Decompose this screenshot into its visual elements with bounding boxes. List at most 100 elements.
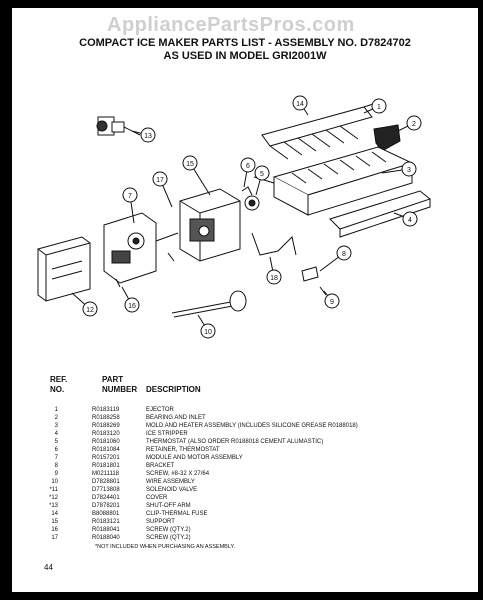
col-header-no: NO. [50,385,65,394]
part-number: R0183119 [92,407,120,413]
ejector-illustration [261,102,377,160]
part-description: COVER [146,495,168,501]
callout-18: 18 [270,275,278,282]
cover-illustration [37,236,91,302]
part-description: BEARING AND INLET [146,415,206,421]
part-number: D7828801 [92,479,120,485]
table-row: 15 R0183121 SUPPORT [12,519,478,527]
part-number: D7824401 [92,495,120,501]
table-row: 2 R0188258 BEARING AND INLET [12,415,478,423]
ref-number: 1 [54,407,58,413]
callout-5: 5 [260,171,264,178]
part-description: ICE STRIPPER [146,431,188,437]
callout-3: 3 [407,167,411,174]
ref-number: 14 [51,511,58,517]
callout-labels [82,95,422,339]
part-number: D7878201 [92,503,120,509]
part-description: THERMOSTAT (ALSO ORDER R0188018 CEMENT A… [146,439,324,445]
list-heading: COMPACT ICE MAKER PARTS LIST - ASSEMBLY … [79,37,411,49]
table-row: 10 D7828801 WIRE ASSEMBLY [12,479,478,487]
exploded-parts-diagram: 1 2 3 4 5 6 7 8 9 10 12 13 14 15 16 17 1… [37,95,432,339]
callout-1: 1 [377,104,381,111]
part-description: RETAINER, THERMOSTAT [146,447,220,453]
ref-number: 8 [54,463,58,469]
part-description: MODULE AND MOTOR ASSEMBLY [146,455,243,461]
callout-4: 4 [408,217,412,224]
part-number: R0188040 [92,535,120,541]
ref-number: 15 [51,519,58,525]
ref-number: 17 [51,535,58,541]
callout-15: 15 [186,161,194,168]
part-description: SOLENOID VALVE [146,487,198,493]
table-row: 1 R0183119 EJECTOR [12,407,478,415]
table-row: 7 R0157201 MODULE AND MOTOR ASSEMBLY [12,455,478,463]
ref-number: 4 [54,431,58,437]
model-heading: AS USED IN MODEL GRI2001W [163,50,327,62]
part-number: B8088801 [92,511,120,517]
table-row: 4 R0183120 ICE STRIPPER [12,431,478,439]
table-row: 3 R0188269 MOLD AND HEATER ASSEMBLY (INCLU… [12,423,478,431]
table-row: 6 R0181084 RETAINER, THERMOSTAT [12,447,478,455]
part-description: CLIP-THERMAL FUSE [146,511,208,517]
col-header-description: DESCRIPTION [146,385,201,394]
part-description: SCREW (QTY.2) [146,535,191,541]
ref-number: 6 [54,447,58,453]
water-valve-illustration [96,116,141,136]
part-description: SCREW, #8-32 X 27/64 [146,471,210,477]
callout-7: 7 [128,193,132,200]
part-number: R0181084 [92,447,120,453]
callout-10: 10 [204,329,212,336]
col-header-number: NUMBER [102,385,138,394]
table-row: 14 B8088801 CLIP-THERMAL FUSE [12,511,478,519]
part-description: SUPPORT [146,519,175,525]
screw-illustration [319,286,327,296]
part-number: R0181801 [92,463,120,469]
page-number: 44 [44,563,53,572]
callout-2: 2 [412,121,416,128]
wire-assembly-illustration [251,232,297,256]
callout-8: 8 [342,251,346,258]
motor-module-illustration [103,212,179,284]
part-description: EJECTOR [146,407,174,413]
part-number: R0188258 [92,415,120,421]
ref-number: 9 [54,471,58,477]
part-description: BRACKET [146,463,175,469]
part-number: R0183120 [92,431,120,437]
table-row: 17 R0188040 SCREW (QTY.2) [12,535,478,543]
part-description: MOLD AND HEATER ASSEMBLY (INCLUDES SILIC… [146,423,358,429]
part-number: R0157201 [92,455,120,461]
shutoff-arm-illustration [171,290,247,318]
callout-6: 6 [246,163,250,170]
watermark: AppliancePartsPros.com [107,14,355,36]
stripper-illustration [373,124,401,152]
ref-number: 7 [54,455,58,461]
callout-12: 12 [86,307,94,314]
ref-number: 10 [51,479,58,485]
part-number: R0188041 [92,527,120,533]
col-header-ref: REF. [50,375,68,384]
callout-9: 9 [330,299,334,306]
callout-16: 16 [128,303,136,310]
ref-number: 16 [51,527,58,533]
mold-and-heater-illustration [253,146,414,216]
ref-number: 5 [54,439,58,445]
part-number: R0188269 [92,423,120,429]
part-number: R0183121 [92,519,120,525]
callout-13: 13 [144,133,152,140]
ref-number: 2 [54,415,58,421]
ref-number: *11 [49,487,58,493]
table-row: 8 R0181801 BRACKET [12,463,478,471]
col-header-part: PART [102,375,124,384]
parts-list-page: AppliancePartsPros.com COMPACT ICE MAKER… [12,8,478,592]
part-description: SHUT-OFF ARM [146,503,191,509]
ref-number: *13 [48,503,58,509]
ref-number: 3 [54,423,58,429]
part-description: WIRE ASSEMBLY [146,479,195,485]
callout-17: 17 [156,177,164,184]
